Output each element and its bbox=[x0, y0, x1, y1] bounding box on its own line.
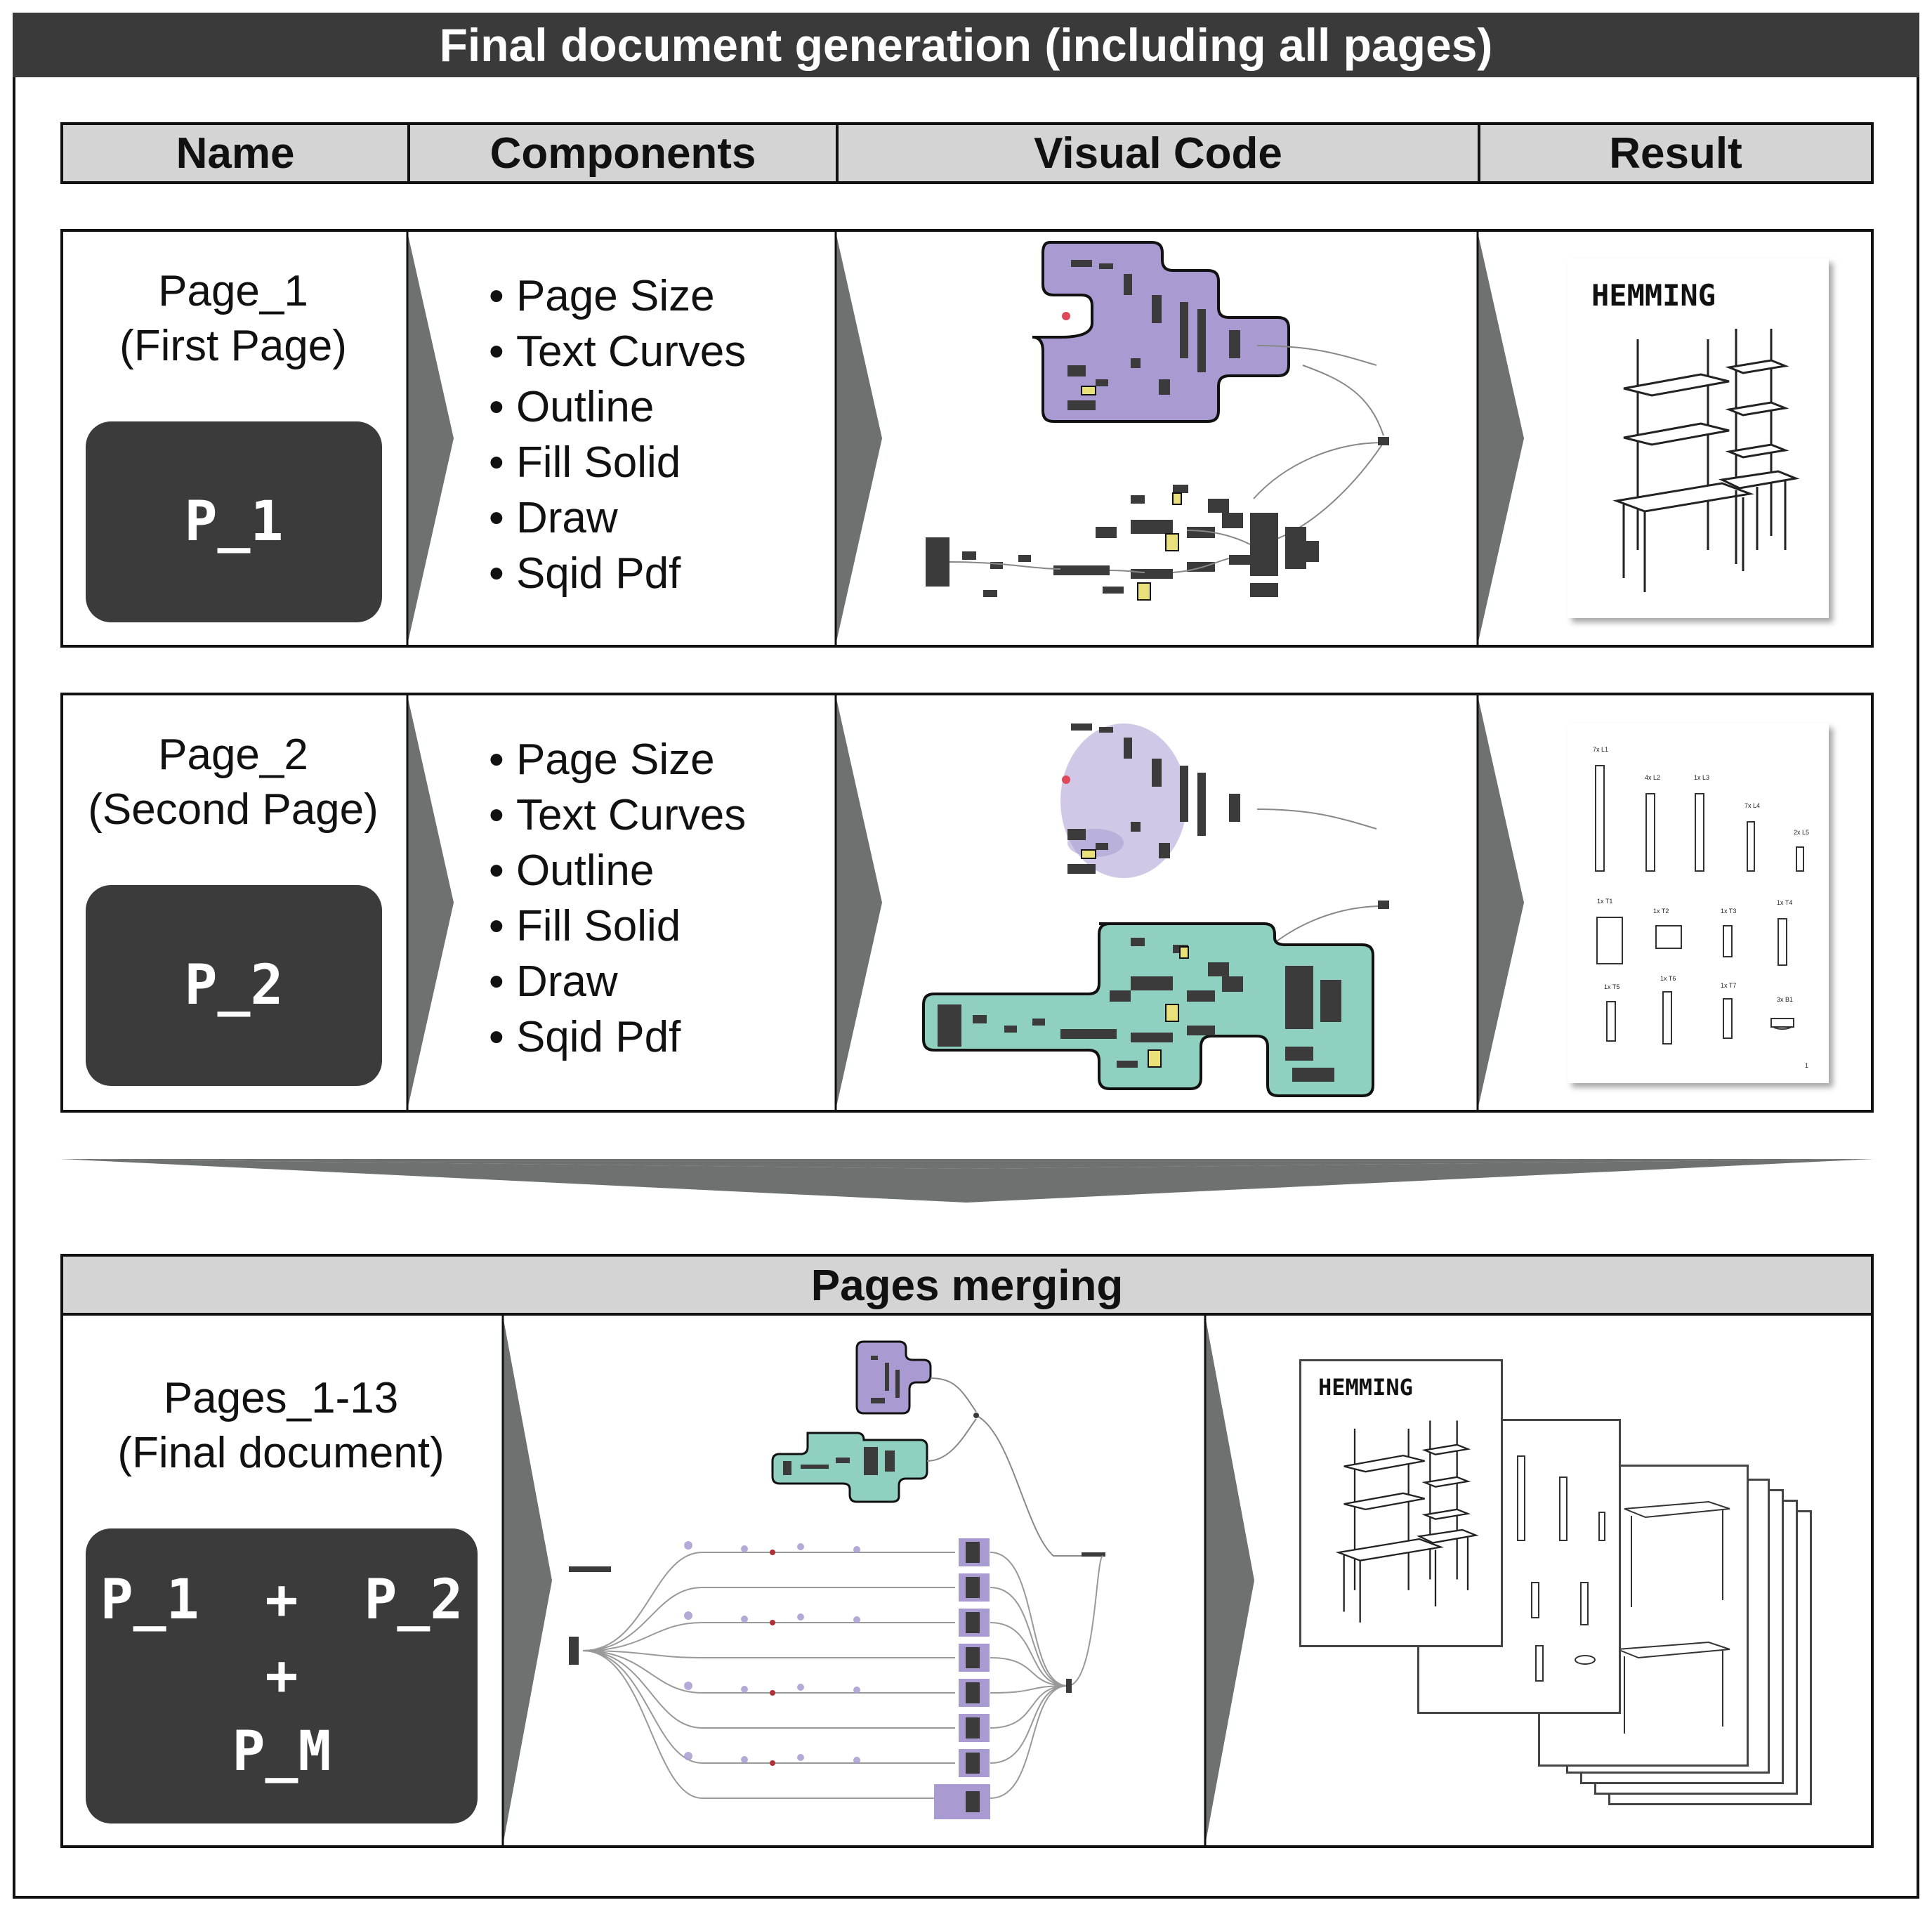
merge-name: Pages_1-13 (Final document) bbox=[63, 1371, 499, 1481]
component-outline: Outline bbox=[489, 843, 746, 898]
merge-header: Pages merging bbox=[60, 1254, 1874, 1314]
component-page-size: Page Size bbox=[489, 732, 746, 787]
stack-sheet-cover: HEMMING bbox=[1299, 1359, 1503, 1647]
merge-shelf-illustration bbox=[1335, 1420, 1479, 1623]
stack-sheet-parts-drawing bbox=[1517, 1455, 1605, 1682]
page-1-subtitle: (First Page) bbox=[119, 322, 347, 370]
column-header-name: Name bbox=[63, 125, 410, 181]
merge-code-box: P_1 + P_2 + P_M bbox=[86, 1528, 478, 1823]
part-label-l2: 4x L2 bbox=[1645, 774, 1661, 781]
shelf-illustration bbox=[1612, 329, 1800, 592]
page-2-subtitle: (Second Page) bbox=[88, 785, 379, 834]
merge-code-line-2: + bbox=[265, 1644, 298, 1708]
page-2-name-label: Page_2 bbox=[158, 731, 308, 779]
page-1-name-label: Page_1 bbox=[158, 267, 308, 315]
column-header-visual-code: Visual Code bbox=[839, 125, 1480, 181]
component-outline: Outline bbox=[489, 379, 746, 435]
page-1-result-heading: HEMMING bbox=[1591, 278, 1716, 313]
component-text-curves: Text Curves bbox=[489, 324, 746, 379]
part-label-b1: 3x B1 bbox=[1777, 996, 1794, 1003]
page-number: 1 bbox=[1805, 1062, 1809, 1069]
component-sqid-pdf: Sqid Pdf bbox=[489, 546, 746, 601]
page-2-result-sheet: 7x L1 4x L2 1x L3 7x L4 2x L5 1x T1 1x T… bbox=[1568, 723, 1829, 1083]
component-page-size: Page Size bbox=[489, 268, 746, 324]
column-header-components: Components bbox=[410, 125, 839, 181]
part-label-t6: 1x T6 bbox=[1660, 975, 1676, 982]
merge-chevrons bbox=[501, 1313, 1254, 1848]
part-label-t4: 1x T4 bbox=[1777, 899, 1793, 906]
merge-visual-code bbox=[569, 1340, 1105, 1819]
part-label-l4: 7x L4 bbox=[1744, 802, 1761, 809]
merge-subtitle: (Final document) bbox=[117, 1429, 445, 1477]
merge-code-line-3: P_M bbox=[232, 1720, 331, 1783]
page-2-code-box: P_2 bbox=[86, 885, 382, 1086]
component-text-curves: Text Curves bbox=[489, 787, 746, 843]
merge-result-heading: HEMMING bbox=[1318, 1374, 1413, 1401]
merge-name-label: Pages_1-13 bbox=[163, 1374, 399, 1422]
merge-code-line-1: P_1 + P_2 bbox=[100, 1569, 464, 1632]
part-label-l3: 1x L3 bbox=[1694, 774, 1710, 781]
component-draw: Draw bbox=[489, 490, 746, 546]
page-2-visual-code bbox=[922, 723, 1389, 1097]
page-1-name: Page_1 (First Page) bbox=[63, 264, 403, 374]
spacer bbox=[1840, 1510, 1844, 1514]
component-fill-solid: Fill Solid bbox=[489, 898, 746, 954]
page-2-name: Page_2 (Second Page) bbox=[63, 728, 403, 837]
merge-funnel-arrow bbox=[60, 1159, 1874, 1203]
column-header-result: Result bbox=[1609, 129, 1742, 178]
page-2-components-list: Page Size Text Curves Outline Fill Solid… bbox=[489, 732, 746, 1065]
parts-illustration bbox=[1595, 765, 1804, 1045]
page-1-chevrons bbox=[406, 229, 1524, 648]
part-label-t1: 1x T1 bbox=[1597, 898, 1613, 905]
page-1-result-sheet: HEMMING bbox=[1568, 258, 1829, 618]
component-draw: Draw bbox=[489, 954, 746, 1009]
part-label-l1: 7x L1 bbox=[1593, 746, 1609, 753]
part-label-l5: 2x L5 bbox=[1794, 829, 1810, 836]
page-title: Final document generation (including all… bbox=[13, 13, 1919, 77]
page-1-code-box: P_1 bbox=[86, 421, 382, 622]
page-1-visual-code bbox=[926, 241, 1389, 601]
column-header-row: Name Components Visual Code Result bbox=[60, 122, 1874, 184]
part-label-t3: 1x T3 bbox=[1721, 908, 1737, 915]
part-label-t2: 1x T2 bbox=[1653, 908, 1669, 915]
component-fill-solid: Fill Solid bbox=[489, 435, 746, 490]
part-label-t5: 1x T5 bbox=[1604, 983, 1620, 990]
stack-sheet-2-drawing bbox=[1617, 1500, 1730, 1734]
page-2-chevrons bbox=[406, 693, 1524, 1113]
page-1-components-list: Page Size Text Curves Outline Fill Solid… bbox=[489, 268, 746, 601]
component-sqid-pdf: Sqid Pdf bbox=[489, 1009, 746, 1065]
part-label-t7: 1x T7 bbox=[1721, 982, 1737, 989]
